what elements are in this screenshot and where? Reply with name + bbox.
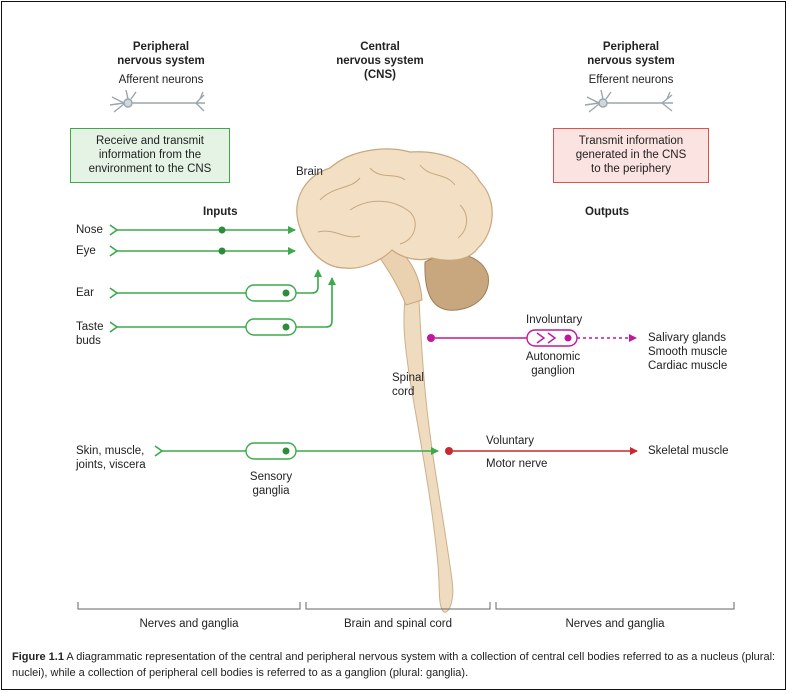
- voluntary-label: Voluntary: [486, 435, 534, 447]
- eye-pathway: [109, 245, 296, 257]
- input-eye: Eye: [76, 245, 96, 257]
- autonomic-ganglion-label: Autonomic ganglion: [525, 351, 581, 377]
- input-nose: Nose: [76, 224, 103, 236]
- center-header-title: Central nervous system (CNS): [336, 41, 424, 81]
- receive-box: Receive and transmit information from th…: [70, 128, 230, 183]
- input-taste-buds: Taste buds: [76, 321, 104, 347]
- nose-pathway: [109, 224, 296, 236]
- left-header-subtitle: Afferent neurons: [118, 74, 204, 86]
- transmit-box: Transmit information generated in the CN…: [553, 128, 709, 183]
- sensory-ganglia-label: Sensory ganglia: [249, 471, 293, 497]
- bracket-label-center: Brain and spinal cord: [343, 618, 453, 630]
- brain: [296, 148, 493, 269]
- output-skeletal-muscle: Skeletal muscle: [648, 445, 729, 457]
- caption-text: A diagrammatic representation of the cen…: [12, 651, 776, 679]
- outputs-label: Outputs: [585, 206, 630, 218]
- skin-pathway: [154, 442, 439, 460]
- section-brackets: [77, 602, 735, 610]
- bracket-label-left: Nerves and ganglia: [139, 618, 239, 630]
- afferent-neuron-icon: [109, 89, 205, 113]
- left-header-title: Peripheral nervous system: [117, 41, 205, 67]
- brain-folds: [317, 164, 467, 245]
- caption-label: Figure 1.1: [12, 651, 64, 663]
- inputs-label: Inputs: [203, 206, 238, 218]
- brain-label: Brain: [296, 166, 323, 178]
- right-header-title: Peripheral nervous system: [587, 41, 675, 67]
- right-header-subtitle: Efferent neurons: [588, 74, 674, 86]
- spinal-cord-label: Spinal cord: [392, 372, 424, 398]
- involuntary-label: Involuntary: [526, 314, 583, 326]
- motor-nerve-label: Motor nerve: [486, 458, 548, 470]
- bracket-label-right: Nerves and ganglia: [565, 618, 665, 630]
- input-ear: Ear: [76, 287, 94, 299]
- figure-caption: Figure 1.1 A diagrammatic representation…: [12, 649, 782, 681]
- efferent-neuron-icon: [584, 89, 673, 113]
- input-skin: Skin, muscle, joints, viscera: [76, 445, 146, 471]
- motor-pathway: [445, 447, 638, 455]
- ear-pathway: [109, 269, 322, 302]
- taste-pathway: [109, 277, 336, 336]
- autonomic-pathway: [427, 329, 637, 347]
- cerebellum: [424, 253, 489, 311]
- output-autonomic-targets: Salivary glands Smooth muscle Cardiac mu…: [648, 332, 728, 372]
